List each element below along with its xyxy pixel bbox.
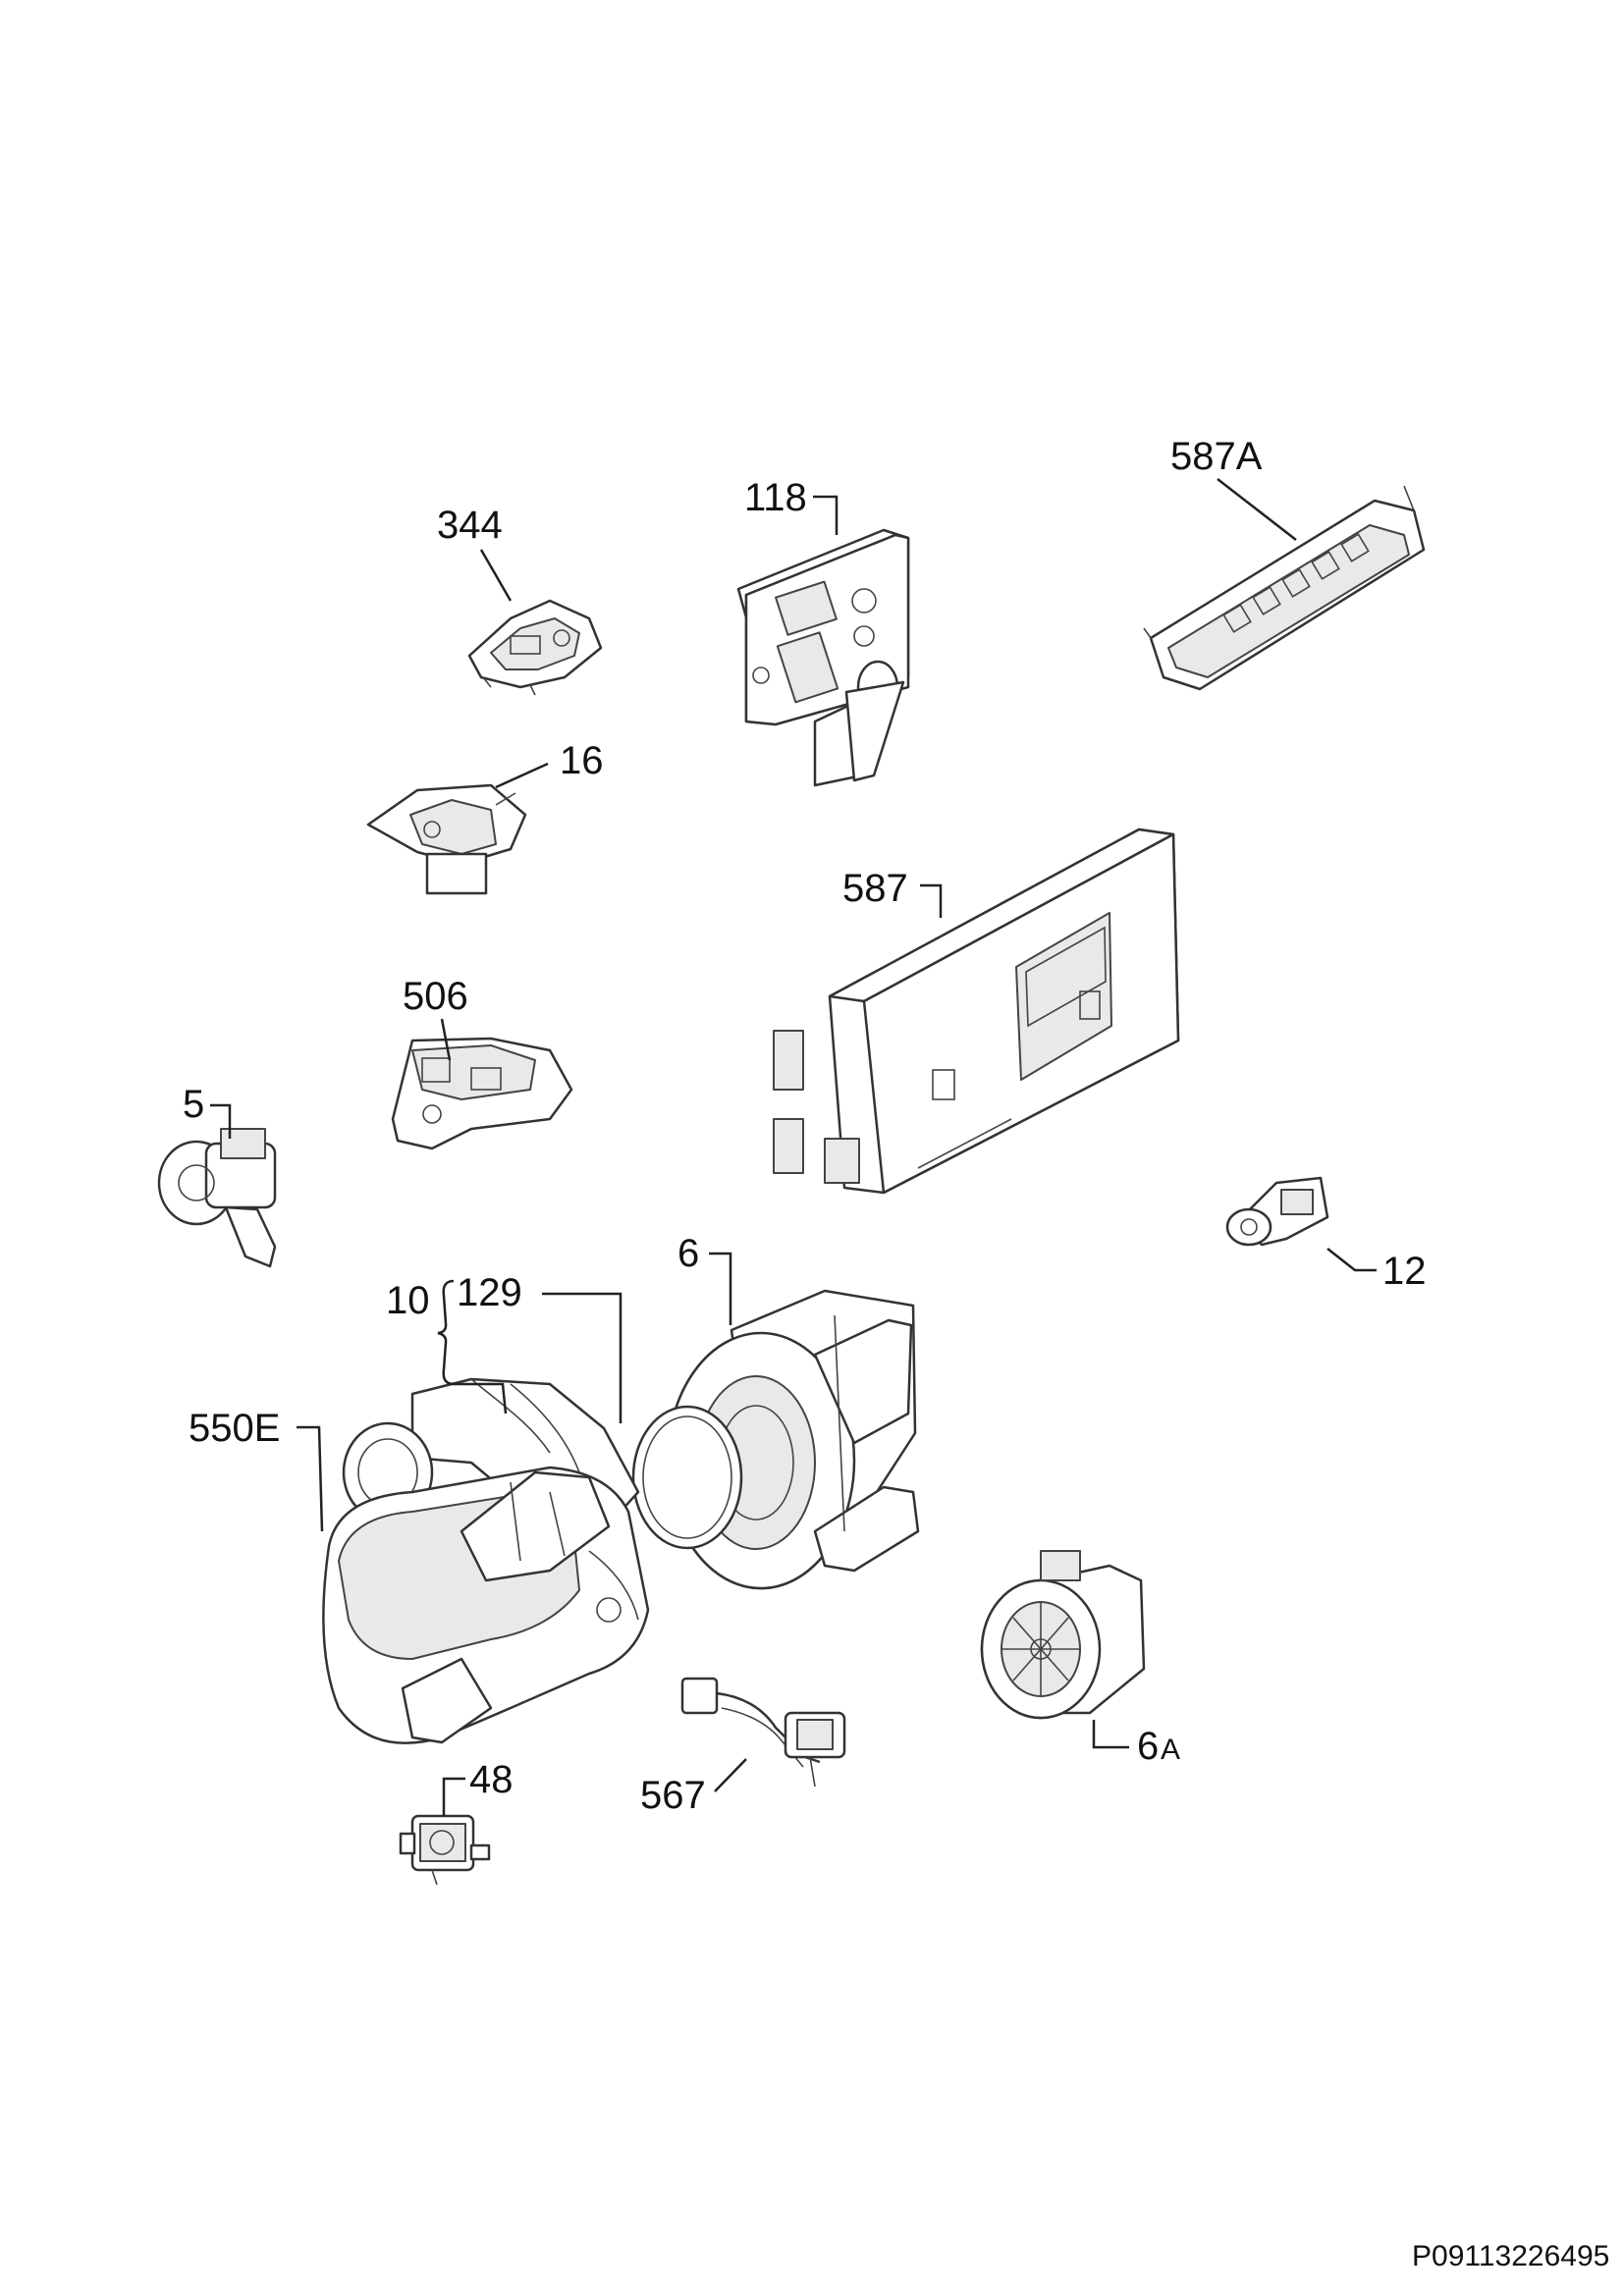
part-567 bbox=[680, 1677, 846, 1788]
label-12: 12 bbox=[1382, 1250, 1427, 1293]
leader-5 bbox=[210, 1103, 232, 1139]
part-587 bbox=[773, 828, 1180, 1195]
label-10: 10 bbox=[386, 1279, 430, 1322]
diagram-reference-code: P09113226495 bbox=[1412, 2240, 1609, 2272]
label-5: 5 bbox=[183, 1083, 204, 1126]
leader-16 bbox=[495, 762, 549, 789]
leader-10-brace bbox=[437, 1279, 455, 1386]
part-550E bbox=[322, 1466, 650, 1744]
leader-118 bbox=[813, 495, 839, 535]
label-587: 587 bbox=[842, 867, 908, 910]
leader-6A bbox=[1092, 1720, 1129, 1749]
label-567: 567 bbox=[640, 1774, 706, 1817]
leader-567 bbox=[714, 1758, 747, 1792]
leader-10 bbox=[454, 1382, 508, 1415]
label-118: 118 bbox=[744, 476, 807, 519]
part-129 bbox=[631, 1405, 743, 1550]
leader-48 bbox=[442, 1777, 465, 1816]
label-587A: 587A bbox=[1170, 435, 1263, 478]
part-5 bbox=[157, 1128, 277, 1268]
label-6A-number: 6 bbox=[1137, 1725, 1159, 1768]
label-6A-letter: A bbox=[1161, 1734, 1180, 1766]
part-118 bbox=[736, 528, 910, 787]
leader-587 bbox=[920, 883, 943, 918]
part-48 bbox=[399, 1814, 491, 1886]
part-506 bbox=[391, 1037, 573, 1150]
part-6A bbox=[980, 1550, 1146, 1720]
leader-587A bbox=[1217, 478, 1297, 541]
label-48: 48 bbox=[469, 1758, 514, 1801]
leader-506 bbox=[440, 1018, 452, 1061]
leader-6 bbox=[709, 1252, 732, 1325]
leader-129 bbox=[542, 1292, 623, 1423]
label-550E: 550E bbox=[189, 1407, 280, 1450]
label-6: 6 bbox=[677, 1232, 699, 1275]
label-506: 506 bbox=[403, 975, 468, 1018]
part-587A bbox=[1143, 485, 1426, 691]
label-16: 16 bbox=[560, 739, 604, 782]
part-16 bbox=[366, 783, 527, 895]
part-12 bbox=[1225, 1176, 1329, 1247]
label-344: 344 bbox=[437, 504, 503, 547]
leader-550E bbox=[297, 1425, 324, 1532]
part-344 bbox=[467, 599, 603, 696]
label-129: 129 bbox=[457, 1271, 522, 1314]
leader-12 bbox=[1326, 1248, 1377, 1272]
leader-344 bbox=[479, 549, 513, 602]
